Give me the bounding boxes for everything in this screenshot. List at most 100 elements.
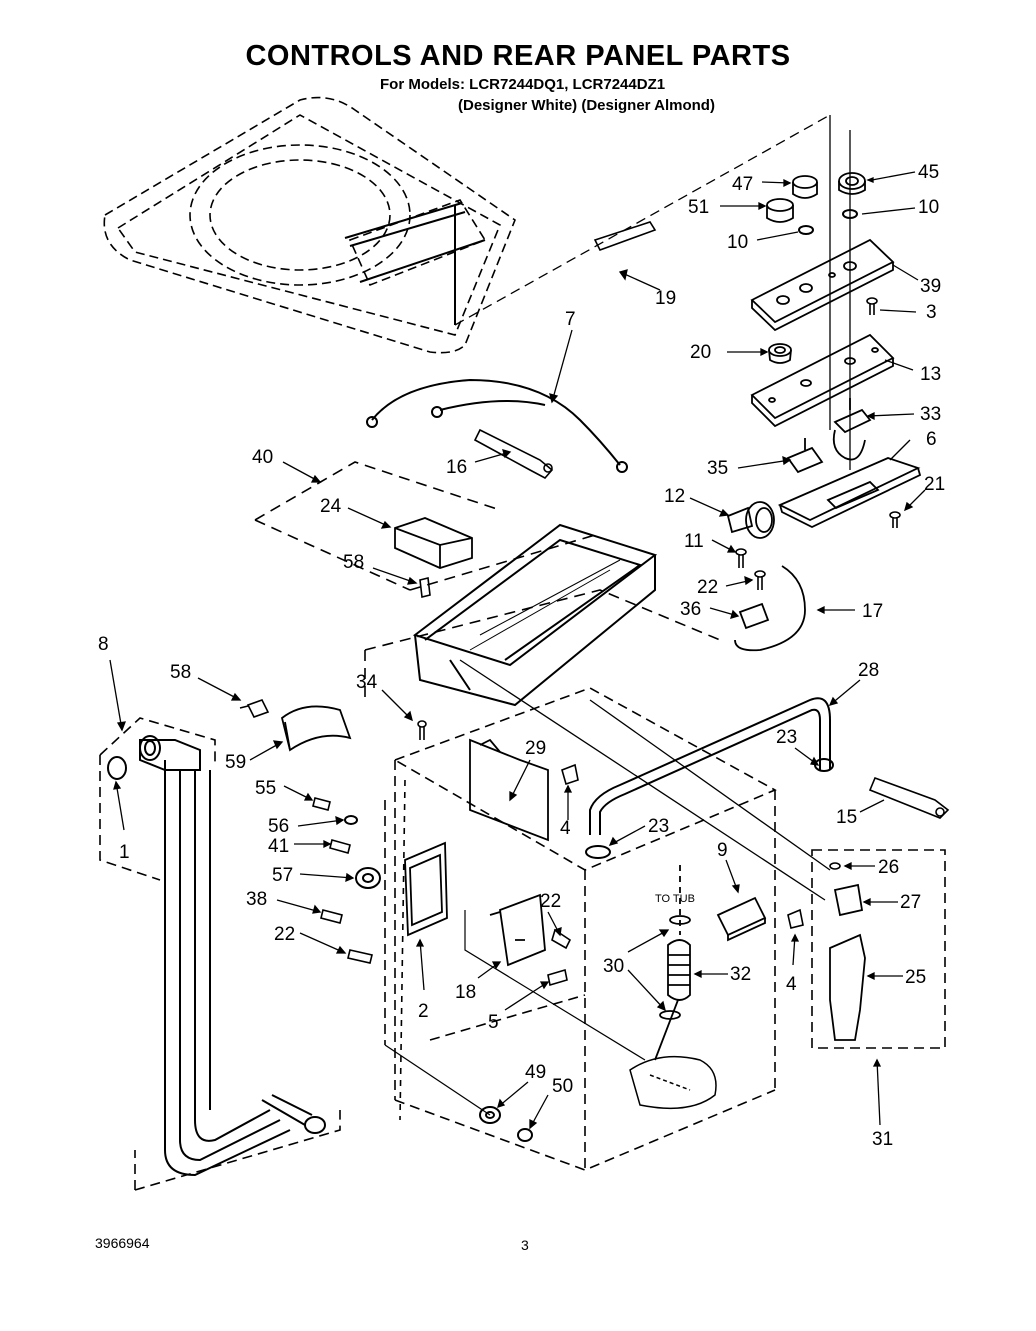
callout-label: 12 [664, 486, 685, 507]
callout-label: 2 [418, 1001, 429, 1022]
washer-56 [344, 815, 358, 825]
document-number: 3966964 [95, 1235, 150, 1251]
plug-50 [517, 1128, 533, 1142]
screw-22-upper [754, 570, 766, 590]
wire-harness [366, 378, 628, 473]
clamp-30-upper [669, 915, 691, 925]
callout-label: 59 [225, 752, 246, 773]
bushing-57 [355, 867, 381, 889]
pump-assembly [629, 1055, 717, 1110]
callout-label: 51 [688, 197, 709, 218]
callout-labels: 45 47 10 51 10 39 19 3 20 13 7 33 6 40 1… [98, 162, 945, 1150]
bracket-part [394, 517, 473, 569]
hose-kit-outline [811, 849, 946, 1049]
fitting-27 [833, 883, 864, 917]
callout-label: 31 [872, 1129, 893, 1150]
screw-34 [417, 720, 427, 740]
callout-label: 50 [552, 1076, 573, 1097]
bracket-59 [280, 705, 352, 752]
callout-label: 38 [246, 889, 267, 910]
page-title: CONTROLS AND REAR PANEL PARTS [245, 40, 791, 72]
valve-leader [464, 910, 646, 1061]
callout-label: 21 [924, 474, 945, 495]
callout-label: 23 [648, 816, 669, 837]
tie-strap-15 [868, 776, 950, 819]
callout-label: 4 [786, 974, 797, 995]
knob-47 [792, 175, 818, 199]
callout-label: 28 [858, 660, 879, 681]
shield-29 [469, 738, 549, 842]
screw-55 [312, 797, 331, 811]
wire-17 [734, 565, 806, 652]
callout-label: 32 [730, 964, 751, 985]
callout-label: 3 [926, 302, 937, 323]
callout-label: 20 [690, 342, 711, 363]
valve-18 [489, 893, 546, 967]
callout-label: 22 [540, 891, 561, 912]
callout-label: 29 [525, 738, 546, 759]
callout-label: 36 [680, 599, 701, 620]
cabinet-outline [384, 687, 777, 1171]
callout-label: 49 [525, 1062, 546, 1083]
washer-top-outline [103, 96, 516, 354]
callout-label: 34 [356, 672, 378, 693]
colors-line: (Designer White) (Designer Almond) [458, 97, 715, 114]
callout-label: 7 [565, 309, 576, 330]
callout-label: 5 [488, 1012, 499, 1033]
pad-9 [716, 896, 767, 942]
callout-label: 25 [905, 967, 926, 988]
top-console-window [344, 202, 486, 325]
screw-4-right [787, 908, 804, 929]
grommet-leader [384, 1044, 491, 1116]
callout-label: 27 [900, 892, 921, 913]
callout-label: 35 [707, 458, 728, 479]
callout-label: 10 [727, 232, 748, 253]
screw-22-mid [551, 928, 572, 950]
screw-22-left [347, 949, 373, 964]
callout-label: 10 [918, 197, 939, 218]
switch-33 [832, 398, 872, 461]
callout-label: 24 [320, 496, 342, 517]
screw-41 [329, 839, 351, 854]
pipe-28 [589, 697, 831, 835]
callout-label: 16 [446, 457, 467, 478]
callout-label: 41 [268, 836, 289, 857]
callout-label: 13 [920, 364, 941, 385]
bezel-20 [768, 343, 792, 364]
screw-4-left [561, 763, 579, 786]
assembly-leader-lines [454, 114, 851, 901]
grommet-49 [479, 1106, 501, 1124]
hose-fitting-lower [261, 1094, 326, 1134]
screw-11 [735, 548, 747, 568]
knob-51 [766, 198, 794, 223]
plug-58-upper [419, 577, 431, 598]
callout-label: 19 [655, 288, 676, 309]
washer-10-right [842, 209, 858, 219]
callout-label: 6 [926, 429, 937, 450]
panel-plate-39 [750, 238, 895, 332]
panel-2 [404, 841, 448, 937]
models-line: For Models: LCR7244DQ1, LCR7244DZ1 [380, 76, 666, 93]
console-housing [412, 523, 658, 707]
control-console-outline [254, 461, 721, 700]
callout-label: 9 [717, 840, 728, 861]
callout-label: 56 [268, 816, 289, 837]
callout-label: 58 [343, 552, 364, 573]
callout-label: 39 [920, 276, 941, 297]
callout-label: 15 [836, 807, 857, 828]
plug-58-lower [239, 699, 270, 718]
clamp-30-lower [659, 1010, 681, 1020]
to-tub-annotation: TO TUB [655, 893, 695, 905]
bracket-6 [777, 457, 922, 529]
washer-1 [107, 756, 127, 780]
callout-label: 17 [862, 601, 883, 622]
switch-35 [786, 438, 824, 474]
callout-label: 26 [878, 857, 899, 878]
washer-10-left [798, 225, 814, 235]
tie-strap-19 [593, 221, 657, 251]
callout-label: 22 [274, 924, 295, 945]
inlet-hose-8 [139, 739, 291, 1177]
callout-label: 40 [252, 447, 273, 468]
